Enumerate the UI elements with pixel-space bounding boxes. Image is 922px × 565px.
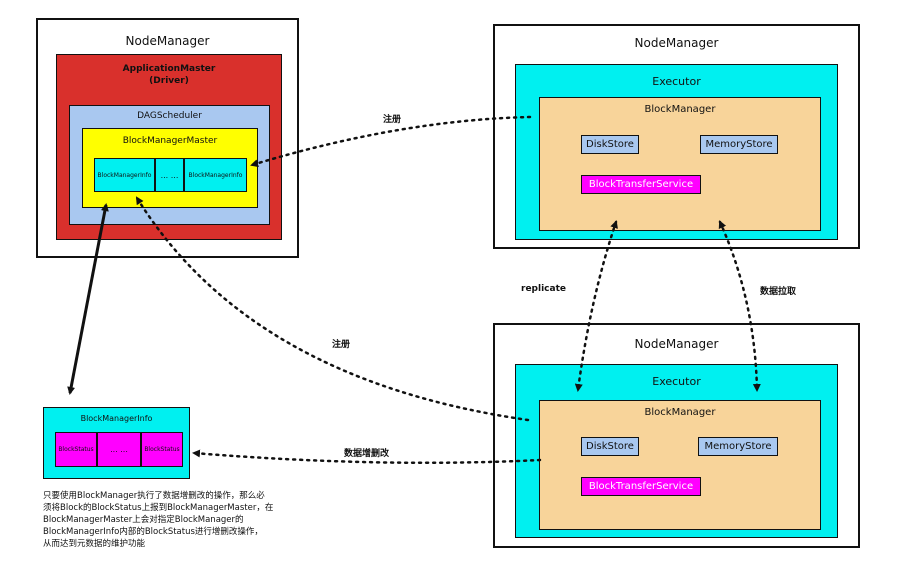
bottom-node-manager-title: NodeManager	[634, 337, 719, 351]
data-pull-arrow	[718, 220, 761, 392]
data-crud-arrow	[192, 449, 542, 465]
register-arrow-top	[250, 115, 532, 168]
top-block-manager: BlockManager DiskStore MemoryStore Block…	[539, 97, 821, 231]
left-node-manager-title: NodeManager	[125, 34, 210, 48]
block-manager-info-title: BlockManagerInfo	[80, 414, 153, 423]
bottom-executor: Executor BlockManager DiskStore MemorySt…	[515, 364, 838, 538]
application-master-label: ApplicationMaster (Driver)	[122, 64, 216, 86]
left-node-manager: NodeManager ApplicationMaster (Driver) D…	[36, 18, 299, 258]
description-text: 只要使用BlockManager执行了数据增删改的操作，那么必 须将Block的…	[43, 491, 274, 549]
data-pull-label: 数据拉取	[760, 287, 797, 297]
bottom-disk-store: DiskStore	[581, 437, 639, 456]
register-label-top: 注册	[383, 115, 402, 125]
register-arrow-middle	[135, 196, 530, 422]
block-status-ellipsis: ... ...	[97, 432, 141, 467]
block-status-cell: BlockStatus	[141, 432, 183, 467]
block-manager-info-cell: BlockManagerInfo	[184, 158, 247, 192]
block-manager-master-label: BlockManagerMaster	[122, 136, 218, 146]
block-status-cell: BlockStatus	[55, 432, 97, 467]
replicate-arrow	[574, 220, 618, 392]
block-manager-info-ellipsis: ... ...	[155, 158, 184, 192]
top-executor-label: Executor	[652, 75, 701, 88]
bottom-memory-store: MemoryStore	[698, 437, 778, 456]
block-manager-master: BlockManagerMaster BlockManagerInfo ... …	[82, 128, 258, 208]
dag-scheduler: DAGScheduler BlockManagerMaster BlockMan…	[69, 105, 270, 225]
bottom-node-manager: NodeManager Executor BlockManager DiskSt…	[493, 323, 860, 548]
info-link-arrow	[67, 203, 109, 395]
block-manager-info-cell: BlockManagerInfo	[94, 158, 155, 192]
dag-scheduler-label: DAGScheduler	[137, 111, 202, 121]
top-node-manager: NodeManager Executor BlockManager DiskSt…	[493, 24, 860, 249]
top-executor: Executor BlockManager DiskStore MemorySt…	[515, 64, 838, 240]
top-block-manager-label: BlockManager	[644, 104, 716, 115]
replicate-label: replicate	[521, 284, 566, 294]
bottom-executor-label: Executor	[652, 375, 701, 388]
bottom-block-manager-label: BlockManager	[644, 407, 716, 418]
bottom-block-manager: BlockManager DiskStore MemoryStore Block…	[539, 400, 821, 530]
application-master: ApplicationMaster (Driver) DAGScheduler …	[56, 54, 282, 240]
top-node-manager-title: NodeManager	[634, 36, 719, 50]
register-label-middle: 注册	[332, 340, 351, 350]
top-disk-store: DiskStore	[581, 135, 639, 154]
block-manager-info: BlockManagerInfo BlockStatus ... ... Blo…	[43, 407, 190, 479]
top-memory-store: MemoryStore	[700, 135, 778, 154]
bottom-block-transfer-service: BlockTransferService	[581, 477, 701, 496]
top-block-transfer-service: BlockTransferService	[581, 175, 701, 194]
data-crud-label: 数据增删改	[344, 449, 390, 459]
